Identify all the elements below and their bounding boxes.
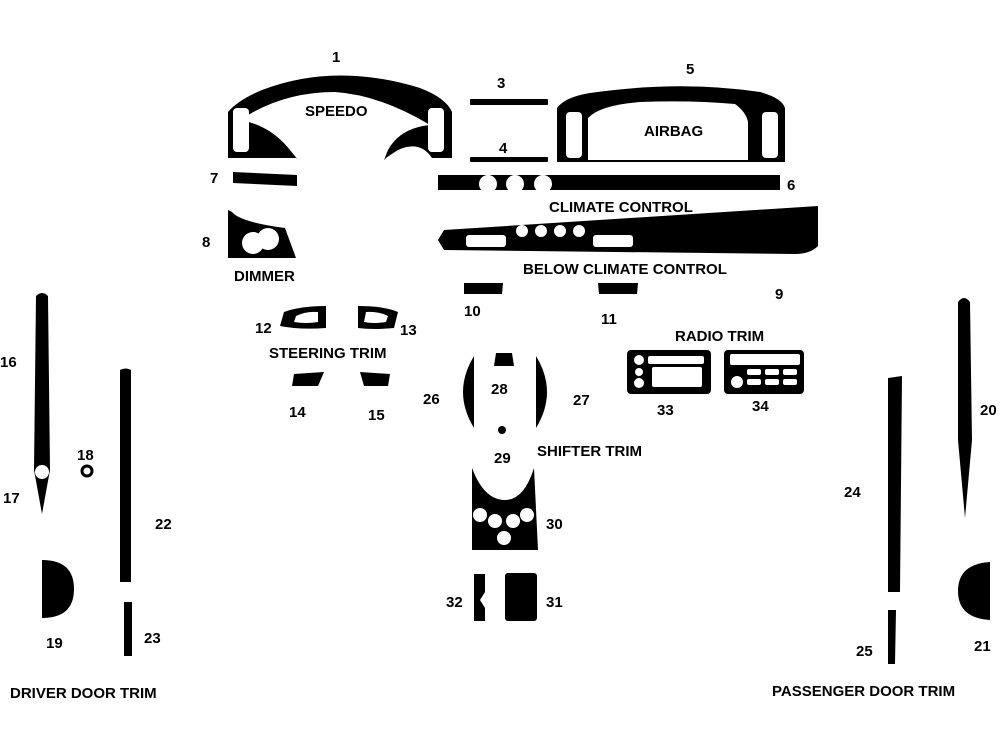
part-number-29: 29	[494, 450, 511, 467]
part-number-32: 32	[446, 594, 463, 611]
passenger-door-trim-label: PASSENGER DOOR TRIM	[772, 683, 955, 700]
piece-16-17-driver-door-strip	[34, 293, 50, 514]
part-number-27: 27	[573, 392, 590, 409]
part-number-20: 20	[980, 402, 997, 419]
radio-trim-label: RADIO TRIM	[675, 328, 764, 345]
part-number-17: 17	[3, 490, 20, 507]
part-number-34: 34	[752, 398, 769, 415]
part-number-8: 8	[202, 234, 210, 251]
piece-19-half-disc	[42, 560, 74, 618]
airbag-label: AIRBAG	[644, 123, 703, 140]
piece-30-shifter-plate	[472, 468, 538, 550]
piece-3-strip	[470, 99, 548, 105]
part-number-4: 4	[499, 140, 508, 157]
part-number-13: 13	[400, 322, 417, 339]
speedo-label: SPEEDO	[305, 103, 368, 120]
part-number-15: 15	[368, 407, 385, 424]
piece-21-half-disc	[958, 562, 990, 620]
piece-5-airbag-panel	[557, 86, 785, 162]
part-number-11: 11	[601, 311, 617, 328]
part-number-7: 7	[210, 170, 218, 187]
part-number-18: 18	[77, 447, 94, 464]
piece-14-steering	[292, 372, 324, 386]
piece-33-radio-trim	[627, 350, 711, 394]
piece-34-radio-trim	[724, 350, 804, 394]
piece-6-climate-strip	[438, 175, 780, 193]
piece-32-shifter-trim	[474, 574, 485, 621]
piece-25-passenger-strip	[888, 610, 896, 664]
piece-31-shifter-trim	[505, 573, 537, 621]
climate-control-label: CLIMATE CONTROL	[549, 199, 693, 216]
part-number-33: 33	[657, 402, 674, 419]
piece-24-passenger-strip	[888, 376, 902, 592]
part-number-3: 3	[497, 75, 505, 92]
part-number-9: 9	[775, 286, 783, 303]
part-number-31: 31	[546, 594, 563, 611]
part-number-22: 22	[155, 516, 172, 533]
part-number-12: 12	[255, 320, 272, 337]
piece-9-below-climate-panel	[438, 206, 818, 254]
part-number-21: 21	[974, 638, 991, 655]
driver-door-trim-label: DRIVER DOOR TRIM	[10, 685, 157, 702]
piece-27-shifter-side	[536, 356, 547, 428]
part-number-23: 23	[144, 630, 161, 647]
piece-1-speedo-bezel	[228, 75, 452, 160]
piece-11-trim	[598, 283, 638, 294]
part-number-19: 19	[46, 635, 63, 652]
piece-18-ring	[80, 464, 94, 478]
part-number-14: 14	[289, 404, 306, 421]
piece-10-trim	[464, 283, 503, 294]
piece-29-shifter-dot	[498, 426, 506, 434]
part-number-24: 24	[844, 484, 861, 501]
part-number-5: 5	[686, 61, 694, 78]
shifter-trim-label: SHIFTER TRIM	[537, 443, 642, 460]
piece-4-strip	[470, 157, 548, 162]
dimmer-label: DIMMER	[234, 268, 295, 285]
piece-13-steering	[358, 306, 398, 329]
part-number-25: 25	[856, 643, 873, 660]
piece-28-shifter-top	[494, 353, 514, 366]
piece-23-driver-strip	[124, 602, 132, 656]
steering-trim-label: STEERING TRIM	[269, 345, 387, 362]
piece-20-passenger-strip	[958, 298, 972, 518]
part-number-6: 6	[787, 177, 795, 194]
part-number-1: 1	[332, 49, 340, 66]
piece-15-steering	[360, 372, 390, 386]
piece-22-driver-strip	[120, 368, 131, 582]
piece-8-dimmer	[228, 210, 296, 258]
piece-7-trim	[233, 172, 297, 186]
part-number-26: 26	[423, 391, 440, 408]
part-number-10: 10	[464, 303, 481, 320]
below-climate-control-label: BELOW CLIMATE CONTROL	[523, 261, 727, 278]
part-number-28: 28	[491, 381, 508, 398]
part-number-16: 16	[0, 354, 17, 371]
piece-12-steering	[280, 306, 326, 329]
part-number-30: 30	[546, 516, 563, 533]
piece-26-shifter-side	[463, 356, 474, 428]
